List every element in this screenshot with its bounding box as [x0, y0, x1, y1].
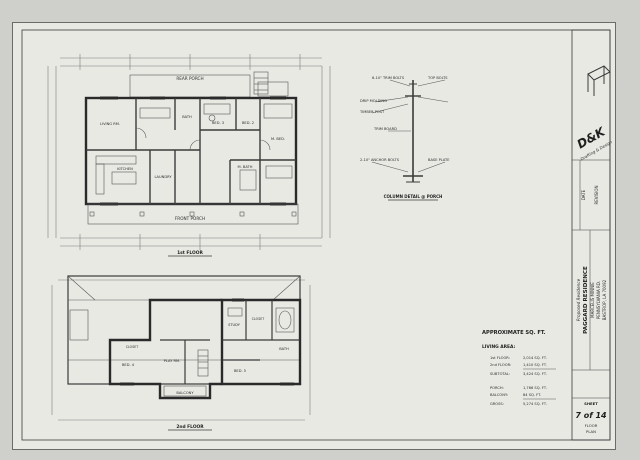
column-detail: 6-10" TRIM BOLTS DRIP MOLDING TRIM BOARD… — [359, 76, 450, 201]
address-line: MARCELIS MINNIE — [590, 282, 595, 318]
address-line: PENNSYLVANIA RD. — [596, 281, 601, 319]
room-label: PLAY RM. — [164, 359, 181, 363]
first-floor-caption: 1st FLOOR — [177, 250, 203, 256]
room-label: STUDY — [228, 323, 241, 327]
second-floor-caption: 2nd FLOOR — [176, 424, 204, 430]
sheet-label: SHEET — [584, 401, 598, 406]
rear-porch-label: REAR PORCH — [176, 76, 203, 81]
room-label: M. BED. — [271, 137, 285, 141]
detail-label: DRIP MOLDING — [360, 99, 387, 103]
date-label: DATE — [581, 189, 586, 200]
sq-ft-title: APPROXIMATE SQ. FT. — [482, 330, 546, 336]
room-label: BED. 4 — [122, 363, 135, 367]
address-line: BASTROP, LA 70092 — [602, 279, 607, 320]
title-block: D&K Drafting & Design DATE REVISION Prop… — [575, 65, 613, 434]
project-name: PAGGARD RESIDENCE — [583, 266, 589, 334]
detail-label: 6-10" TRIM BOLTS — [372, 76, 405, 80]
company-logo — [587, 65, 611, 96]
room-label: LIVING RM. — [100, 122, 120, 126]
front-porch-outline — [87, 203, 299, 225]
detail-label: TRIM BOARD — [373, 127, 397, 131]
room-label: BALCONY — [176, 391, 194, 395]
front-porch-label: FRONT PORCH — [175, 216, 205, 221]
sheet-desc: PLAN — [586, 429, 596, 434]
column-detail-caption: COLUMN DETAIL @ PORCH — [384, 194, 443, 199]
first-floor-walls — [84, 96, 298, 206]
detail-label: 2-10" ANCHOR BOLTS — [360, 158, 400, 162]
sq-ft-row-label: BALCONY: — [490, 393, 508, 397]
sq-ft-row-value: 1,766 SQ. FT. — [523, 386, 547, 390]
sq-ft-row-label: 1st FLOOR: — [490, 356, 510, 360]
second-floor-plan: BED. 4 BED. 5 BATH STUDY BALCONY PLAY RM… — [51, 275, 311, 431]
sq-ft-row-value: 1,410 SQ. FT. — [523, 363, 547, 367]
sq-ft-row-label: SUBTOTAL: — [490, 372, 510, 376]
sheet-desc: FLOOR — [585, 423, 598, 428]
detail-label: TOP BOLTS — [427, 76, 448, 80]
sq-ft-table: APPROXIMATE SQ. FT. LIVING AREA: 1st FLO… — [482, 330, 556, 406]
room-label: CLOSET — [252, 317, 264, 321]
detail-label: BASE PLATE — [428, 158, 450, 162]
sq-ft-subtitle: LIVING AREA: — [482, 344, 516, 350]
room-label: BED. 5 — [234, 369, 246, 373]
drawing-sheet — [12, 22, 616, 450]
room-label: BATH — [182, 115, 192, 119]
room-label: KITCHEN — [117, 167, 133, 171]
title-block-frame — [571, 29, 611, 441]
sq-ft-row-label: GROSS: — [490, 402, 504, 406]
revision-label: REVISION — [594, 185, 599, 204]
sq-ft-row-value: 5,274 SQ. FT. — [523, 402, 547, 406]
project-status: Proposed Residence — [576, 278, 581, 321]
sheet-number: 7 of 14 — [575, 411, 607, 420]
sq-ft-row-value: 84 SQ. FT. — [523, 393, 541, 397]
first-floor-plan: REAR PORCH FRONT PORCH LIVING RM. BED. 3… — [47, 54, 331, 257]
room-label: BED. 3 — [212, 121, 224, 125]
sq-ft-row-label: 2nd FLOOR: — [490, 363, 511, 367]
room-label: M. BATH — [238, 165, 253, 169]
room-label: BATH — [279, 347, 289, 351]
room-label: LAUNDRY — [154, 175, 172, 179]
sq-ft-row-value: 3,424 SQ. FT. — [523, 372, 547, 376]
sq-ft-row-label: PORCH: — [490, 386, 504, 390]
room-label: CLOSET — [126, 345, 138, 349]
detail-label: TIMBER POST — [359, 110, 385, 114]
sq-ft-row-value: 2,014 SQ. FT. — [523, 356, 547, 360]
room-label: BED. 2 — [242, 121, 254, 125]
